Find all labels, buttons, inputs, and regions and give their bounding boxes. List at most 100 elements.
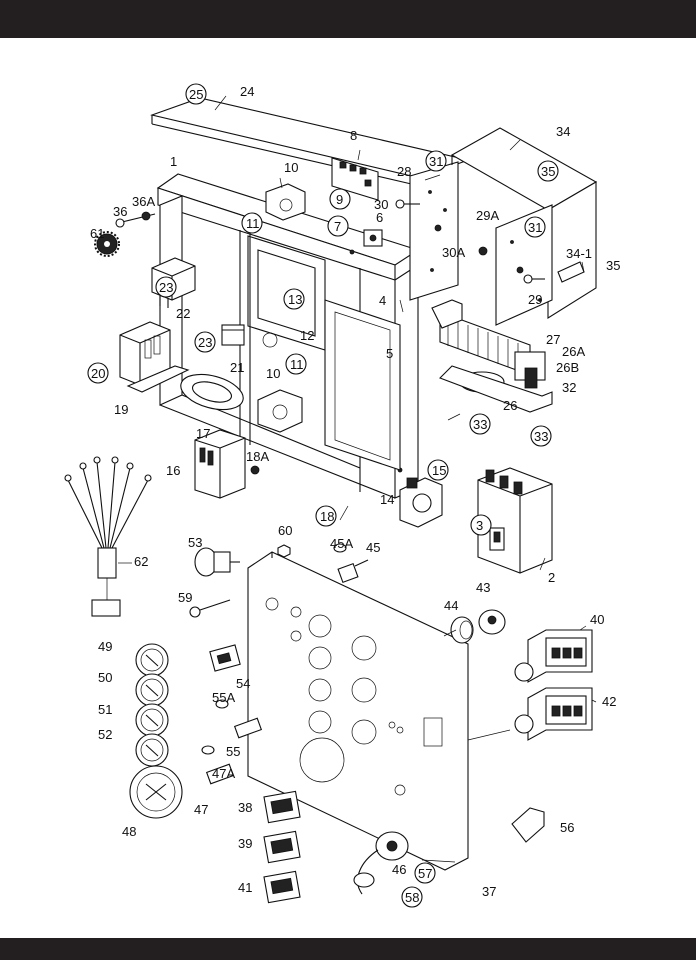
label-35a: 35 <box>541 164 555 179</box>
screw-29-part <box>478 246 545 284</box>
contactor-part <box>194 429 246 499</box>
label-13: 13 <box>288 292 302 307</box>
label-20: 20 <box>91 366 105 381</box>
digital-meter-40-part <box>514 629 593 683</box>
bracket-32-part <box>439 365 553 413</box>
label-39: 39 <box>238 836 252 851</box>
label-26A: 26A <box>562 344 585 359</box>
gauge-52-part <box>135 733 169 767</box>
label-45: 45 <box>366 540 380 555</box>
gauge-50-part <box>135 673 169 707</box>
current-sensor-part <box>399 477 443 528</box>
label-42: 42 <box>602 694 616 709</box>
toggle-switch-part <box>209 644 241 672</box>
bracket-56-part <box>511 807 545 843</box>
label-4: 4 <box>379 293 386 308</box>
label-43: 43 <box>476 580 490 595</box>
label-25: 25 <box>189 87 203 102</box>
label-54: 54 <box>236 676 250 691</box>
label-47A: 47A <box>212 766 235 781</box>
digital-meter-42-part <box>514 687 593 741</box>
label-35b: 35 <box>606 258 620 273</box>
label-9: 9 <box>336 192 343 207</box>
label-10a: 10 <box>284 160 298 175</box>
gauge-51-part <box>135 703 169 737</box>
label-14: 14 <box>380 492 394 507</box>
cable-harness-part <box>64 456 152 617</box>
label-61: 61 <box>90 226 104 241</box>
label-57: 57 <box>418 866 432 881</box>
label-38: 38 <box>238 800 252 815</box>
label-21: 21 <box>230 360 244 375</box>
label-17: 17 <box>196 426 210 441</box>
label-23b: 23 <box>198 335 212 350</box>
label-60: 60 <box>278 523 292 538</box>
label-50: 50 <box>98 670 112 685</box>
label-31b: 31 <box>528 220 542 235</box>
label-26: 26 <box>503 398 517 413</box>
label-22: 22 <box>176 306 190 321</box>
label-31a: 31 <box>429 154 443 169</box>
toroid-part <box>180 373 244 411</box>
label-62: 62 <box>134 554 148 569</box>
lamp-45-part <box>333 543 369 584</box>
label-7: 7 <box>334 219 341 234</box>
label-41: 41 <box>238 880 252 895</box>
gauge-48-part <box>129 765 183 819</box>
label-52: 52 <box>98 727 112 742</box>
part-labels: 1 2 3 4 5 6 7 8 9 10 10 11 11 12 13 14 1… <box>90 84 620 905</box>
label-40: 40 <box>590 612 604 627</box>
relay-small-part <box>221 324 245 346</box>
diode-bank-part <box>431 299 531 376</box>
label-49: 49 <box>98 639 112 654</box>
label-11b: 11 <box>290 357 304 372</box>
label-8: 8 <box>350 128 357 143</box>
label-48: 48 <box>122 824 136 839</box>
label-59: 59 <box>178 590 192 605</box>
partition-part <box>324 299 401 471</box>
panel-meter-41-part <box>263 870 301 904</box>
label-27: 27 <box>546 332 560 347</box>
knob-44-part <box>450 616 474 644</box>
callout-circles <box>87 83 559 908</box>
label-55A: 55A <box>212 690 235 705</box>
label-51: 51 <box>98 702 112 717</box>
socket-connector-part <box>353 831 409 895</box>
ferrite-core-mid-part <box>257 389 303 433</box>
bracket-6-part <box>363 229 383 247</box>
screw-18a-part <box>250 465 260 475</box>
label-23a: 23 <box>159 280 173 295</box>
label-47: 47 <box>194 802 208 817</box>
label-36A: 36A <box>132 194 155 209</box>
top-band <box>0 0 696 38</box>
label-36: 36 <box>113 204 127 219</box>
label-29A: 29A <box>476 208 499 223</box>
label-34: 34 <box>556 124 570 139</box>
label-12: 12 <box>300 328 314 343</box>
label-15: 15 <box>432 463 446 478</box>
label-30: 30 <box>374 197 388 212</box>
label-33b: 33 <box>534 429 548 444</box>
label-6: 6 <box>376 210 383 225</box>
lamp-47-part <box>201 745 235 785</box>
label-33a: 33 <box>473 417 487 432</box>
label-18A: 18A <box>246 449 269 464</box>
cover-34-part <box>450 127 598 319</box>
label-34_1: 34-1 <box>566 246 592 261</box>
side-panel-28-part <box>409 161 459 301</box>
label-46: 46 <box>392 862 406 877</box>
label-56: 56 <box>560 820 574 835</box>
label-55: 55 <box>226 744 240 759</box>
label-30A: 30A <box>442 245 465 260</box>
lamp-55-part <box>215 699 263 739</box>
label-37: 37 <box>482 884 496 899</box>
pilot-lamp-part <box>194 547 240 577</box>
label-3: 3 <box>476 518 483 533</box>
front-panel-part <box>247 551 469 871</box>
panel-meter-39-part <box>263 830 301 864</box>
label-16: 16 <box>166 463 180 478</box>
label-10b: 10 <box>266 366 280 381</box>
exploded-parts-diagram: 1 2 3 4 5 6 7 8 9 10 10 11 11 12 13 14 1… <box>64 83 620 908</box>
label-18: 18 <box>320 509 334 524</box>
label-44: 44 <box>444 598 458 613</box>
